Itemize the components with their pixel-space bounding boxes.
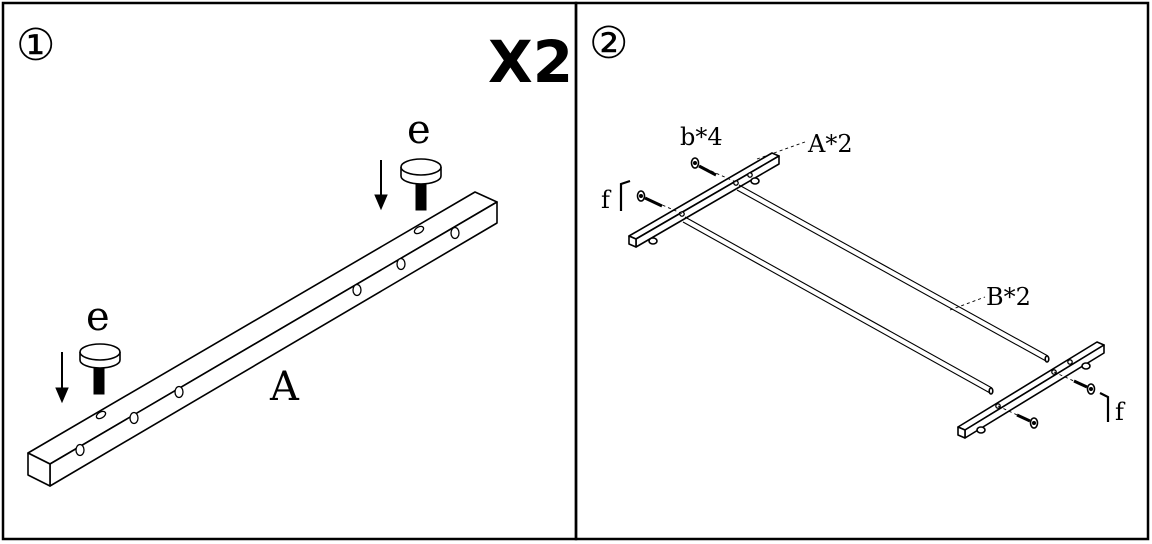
step-1: ① X2 A	[16, 20, 573, 487]
key-left-label: f	[601, 186, 612, 214]
cross-bar-b-1	[682, 216, 994, 395]
rail-hole	[75, 443, 85, 457]
allen-key-left-icon	[619, 179, 631, 211]
cross-bar-b-2	[736, 184, 1050, 363]
bolt-b-bottom-2	[997, 405, 1039, 429]
rail-hole	[95, 410, 107, 420]
step-1-multiplier: X2	[488, 28, 573, 96]
down-arrow-right-icon	[374, 160, 388, 211]
rail-a	[27, 191, 498, 487]
step-2: ②	[589, 18, 1126, 439]
rail-hole	[174, 385, 184, 399]
bolt-b-bottom-1	[1053, 371, 1096, 395]
rail-hole	[129, 411, 139, 425]
down-arrow-left-icon	[55, 352, 69, 404]
bolts-label: b*4	[680, 123, 723, 151]
allen-key-right-icon	[1099, 392, 1110, 422]
rail-hole	[450, 226, 460, 240]
foot-left-label: e	[86, 294, 110, 340]
foot-right-label: e	[407, 107, 431, 153]
bolt-b-top-2	[636, 190, 684, 215]
step-2-number: ②	[589, 18, 628, 69]
rail-hole	[413, 225, 425, 235]
rail-hole	[396, 257, 406, 271]
step-1-number: ①	[16, 20, 55, 71]
rail-hole	[352, 283, 362, 297]
rail-a-bottom	[957, 341, 1105, 439]
step-2-panel	[574, 1, 1150, 541]
part-a-label: A	[269, 364, 300, 410]
cross-bars-label: B*2	[986, 283, 1031, 311]
side-rails-label: A*2	[807, 130, 853, 158]
bolt-b-top-1	[690, 157, 739, 184]
key-right-label: f	[1115, 398, 1126, 426]
foot-e-left	[79, 343, 121, 395]
foot-e-right	[400, 158, 442, 211]
rail-a-top	[628, 152, 780, 248]
